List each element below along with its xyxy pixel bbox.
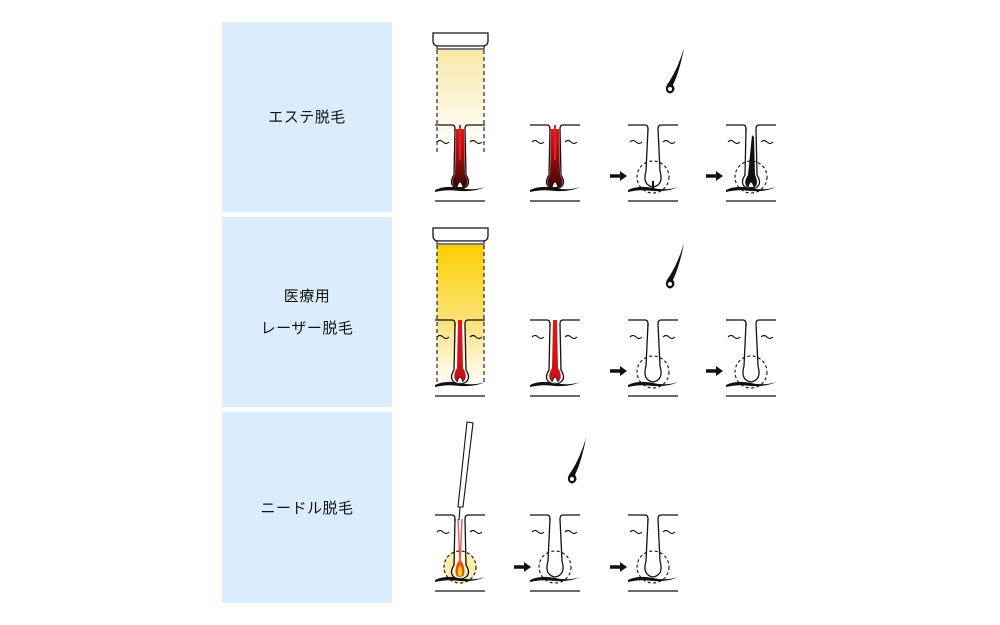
- arrow-icon: [610, 366, 627, 376]
- arrow-icon: [610, 171, 627, 181]
- row-label-line-2: レーザー脱毛: [260, 319, 354, 337]
- label-panel-medical-laser: 医療用 レーザー脱毛: [222, 217, 392, 407]
- row-label: ニードル脱毛: [260, 498, 354, 517]
- row-label-line-1: 医療用: [283, 287, 331, 305]
- falling-hair-icon: [665, 243, 684, 289]
- arrow-icon: [706, 171, 723, 181]
- laser-device-icon: [432, 227, 489, 245]
- row-label: エステ脱毛: [268, 108, 346, 126]
- laser-stage-1-irradiation: [432, 227, 489, 397]
- laser-stage-4-no-regrowth: [706, 319, 777, 397]
- laser-stage-2-heated: [529, 319, 581, 397]
- arrow-icon: [610, 562, 627, 572]
- needle-icon: [457, 421, 474, 521]
- label-panel-needle: ニードル脱毛: [222, 412, 392, 603]
- falling-hair-icon: [665, 48, 684, 94]
- esthetic-stage-3-hair-falls: [610, 48, 684, 202]
- flash-device-icon: [432, 32, 489, 50]
- needle-stage-1-insertion: [434, 421, 486, 592]
- esthetic-stage-2-heated: [529, 124, 581, 202]
- falling-hair-icon: [567, 438, 586, 484]
- needle-stage-3-no-regrowth: [610, 514, 679, 592]
- arrow-icon: [706, 366, 723, 376]
- esthetic-stage-4-regrowth: [706, 124, 777, 202]
- laser-stage-3-hair-falls: [610, 243, 684, 397]
- needle-stage-2-hair-falls: [514, 438, 586, 592]
- esthetic-stage-1-irradiation: [432, 32, 489, 202]
- arrow-icon: [514, 562, 531, 572]
- label-panel-esthetic: エステ脱毛: [222, 22, 392, 212]
